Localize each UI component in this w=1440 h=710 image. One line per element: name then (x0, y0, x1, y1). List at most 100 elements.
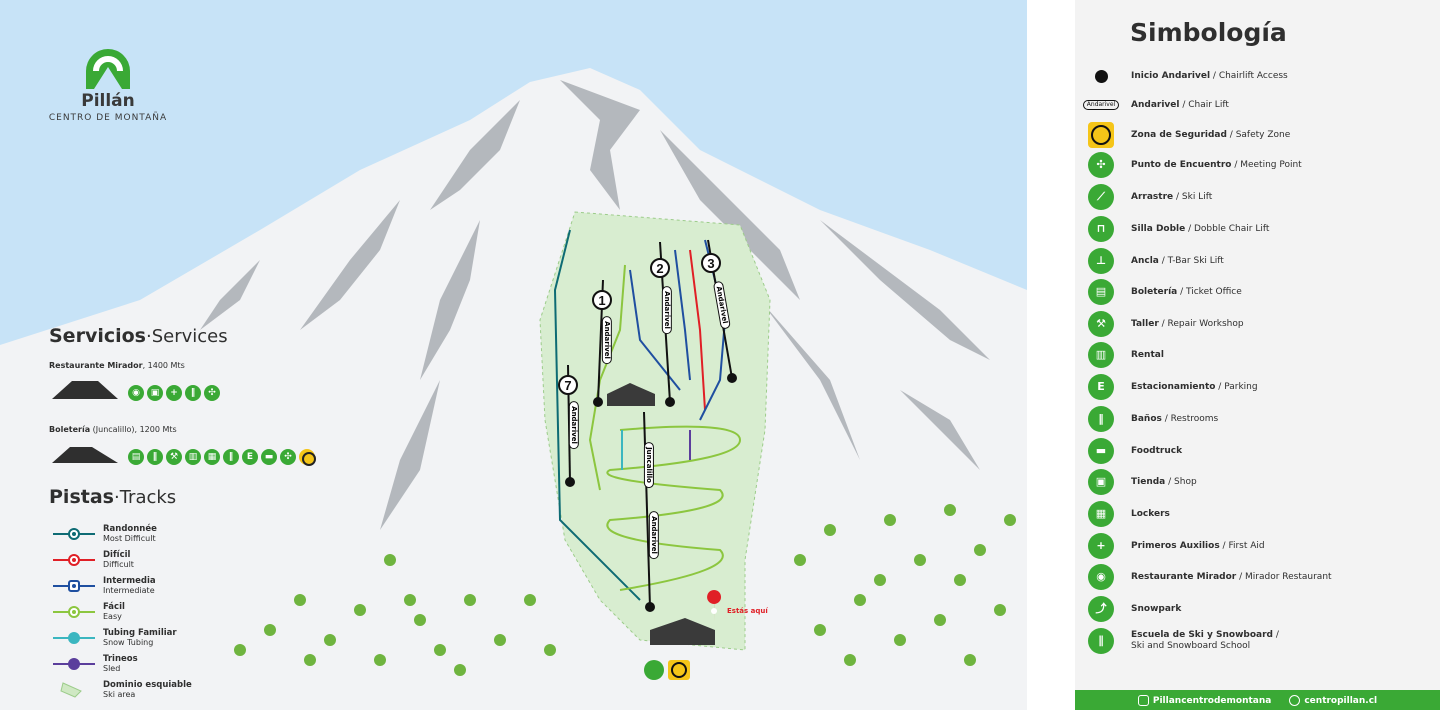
services-title: Servicios (49, 325, 146, 347)
restaurant-altitude: , 1400 Mts (142, 361, 185, 370)
track-name: Dominio esquiable (103, 680, 192, 690)
track-intermediate-1 (629, 269, 681, 391)
legend-es: Zona de Seguridad (1131, 129, 1227, 140)
legend-es: Restaurante Mirador (1131, 571, 1237, 582)
track-swatch (53, 554, 95, 566)
meeting-point-icon: ✣ (204, 385, 220, 401)
meeting-point-icon (644, 660, 664, 680)
boleteria-label: Boletería (Juncalillo), 1200 Mts (49, 425, 177, 434)
legend-item-shop: ▣ Tienda / Shop (1087, 468, 1197, 496)
logo-subtitle: CENTRO DE MONTAÑA (48, 113, 168, 123)
legend-es: Inicio Andarivel (1131, 70, 1211, 81)
ticket-office-icon: ▤ (1088, 279, 1114, 305)
legend-es: Boletería (1131, 286, 1178, 297)
services-subtitle: ·Services (145, 326, 228, 347)
legend-es: Foodtruck (1131, 445, 1183, 456)
shop-icon: ▣ (147, 385, 163, 401)
first-aid-icon: + (1088, 533, 1114, 559)
legend-item-ticket-office: ▤ Boletería / Ticket Office (1087, 278, 1242, 306)
legend-item-chairlift-access: Inicio Andarivel / Chairlift Access (1087, 62, 1288, 90)
legend-footer: Pillancentrodemontana centropillan.cl (1075, 690, 1440, 710)
legend-en: Shop (1174, 476, 1197, 487)
boleteria-name: Boletería (49, 425, 91, 434)
foodtruck-icon: ▬ (261, 449, 277, 465)
legend-item-parking: E Estacionamiento / Parking (1087, 373, 1258, 401)
legend-item-chair-lift: Andarivel Andarivel / Chair Lift (1082, 91, 1229, 119)
double-chair-lift-icon: ⊓ (1088, 216, 1114, 242)
track-difficult (689, 249, 706, 411)
track-name: Trineos (103, 654, 138, 664)
rental-icon: ▥ (1088, 342, 1114, 368)
lift-number-3: 3 (707, 256, 714, 271)
lift-number-2: 2 (656, 261, 663, 276)
legend-item-ski-lift: ⟋ Arrastre / Ski Lift (1087, 183, 1212, 211)
legend-item-lockers: ▦ Lockers (1087, 500, 1170, 528)
lift-number-labels: 1 2 3 7 (564, 256, 714, 393)
track-swatch (53, 580, 95, 592)
legend-en: T-Bar Ski Lift (1167, 255, 1224, 266)
legend-item-first-aid: + Primeros Auxilios / First Aid (1087, 532, 1265, 560)
restrooms-icon: ‖ (185, 385, 201, 401)
meeting-point-icon: ✣ (1088, 152, 1114, 178)
restaurant-name: Restaurante Mirador (49, 361, 143, 370)
chairlift-access-icon (1094, 69, 1108, 83)
parking-icon: E (1088, 374, 1114, 400)
legend-es: Silla Doble (1131, 223, 1186, 234)
legend-es: Snowpark (1131, 603, 1182, 614)
restaurant-icon: ◉ (128, 385, 144, 401)
lift-label-juncalillo: Juncalillo (643, 442, 654, 488)
first-aid-icon: + (166, 385, 182, 401)
legend-item-restaurant: ◉ Restaurante Mirador / Mirador Restaura… (1087, 563, 1332, 591)
legend-es: Lockers (1131, 508, 1170, 519)
ski-school-icon: ∥ (1088, 628, 1114, 654)
repair-workshop-icon: ⚒ (1088, 311, 1114, 337)
legend-item-rental: ▥ Rental (1087, 341, 1164, 369)
instagram-link[interactable]: Pillancentrodemontana (1137, 694, 1271, 706)
lift-number-badges (558, 253, 721, 395)
legend-item-ski-school: ∥ Escuela de Ski y Snowboard /Ski and Sn… (1087, 627, 1279, 655)
shop-icon: ▣ (1088, 469, 1114, 495)
legend-item-meeting-point: ✣ Punto de Encuentro / Meeting Point (1087, 151, 1302, 179)
track-name-en: Ski area (103, 690, 136, 699)
you-are-here-pin (707, 590, 722, 622)
legend-en: Parking (1224, 381, 1258, 392)
track-easy-switchback (606, 425, 742, 591)
restaurant-building-icon (52, 381, 118, 399)
legend-en: Restrooms (1170, 413, 1219, 424)
track-name-en: Snow Tubing (103, 638, 154, 647)
legend-es: Tienda (1131, 476, 1166, 487)
services-heading: Servicios·Services (49, 325, 228, 347)
chair-lift-icon: Andarivel (1082, 100, 1120, 110)
track-easy (588, 264, 626, 491)
legend-en: Dobble Chair Lift (1194, 223, 1270, 234)
logo-mark-icon (86, 49, 130, 89)
map-panel: 1 2 3 7 Pillán CENTRO DE MONTAÑA (0, 0, 1027, 710)
safety-zone-icon (299, 449, 316, 466)
lift-label-2: Andarivel (661, 286, 672, 334)
lift-label-7: Andarivel (568, 401, 579, 449)
track-intermediate-2 (674, 249, 691, 381)
legend-es: Primeros Auxilios (1131, 540, 1220, 551)
track-name: Tubing Familiar (103, 628, 177, 638)
ski-school-icon: ∥ (147, 449, 163, 465)
restrooms-icon: ‖ (223, 449, 239, 465)
lift-label-juncalillo-2: Andarivel (648, 511, 659, 559)
website-url: centropillan.cl (1304, 695, 1378, 706)
legend-item-repair: ⚒ Taller / Repair Workshop (1087, 310, 1244, 338)
track-name-en: Intermediate (103, 586, 155, 595)
rental-icon: ▥ (185, 449, 201, 465)
track-name-en: Most Difficult (103, 534, 156, 543)
legend-es: Arrastre (1131, 191, 1174, 202)
legend-panel: Simbología Inicio Andarivel / Chairlift … (1075, 0, 1440, 710)
t-bar-lift-icon: ⊥ (1088, 248, 1114, 274)
tracks-heading: Pistas·Tracks (49, 486, 176, 508)
legend-en: Ticket Office (1186, 286, 1242, 297)
legend-title: Simbología (1130, 18, 1287, 47)
website-link[interactable]: centropillan.cl (1289, 694, 1378, 706)
parking-icon: E (242, 449, 258, 465)
legend-es: Andarivel (1131, 99, 1180, 110)
